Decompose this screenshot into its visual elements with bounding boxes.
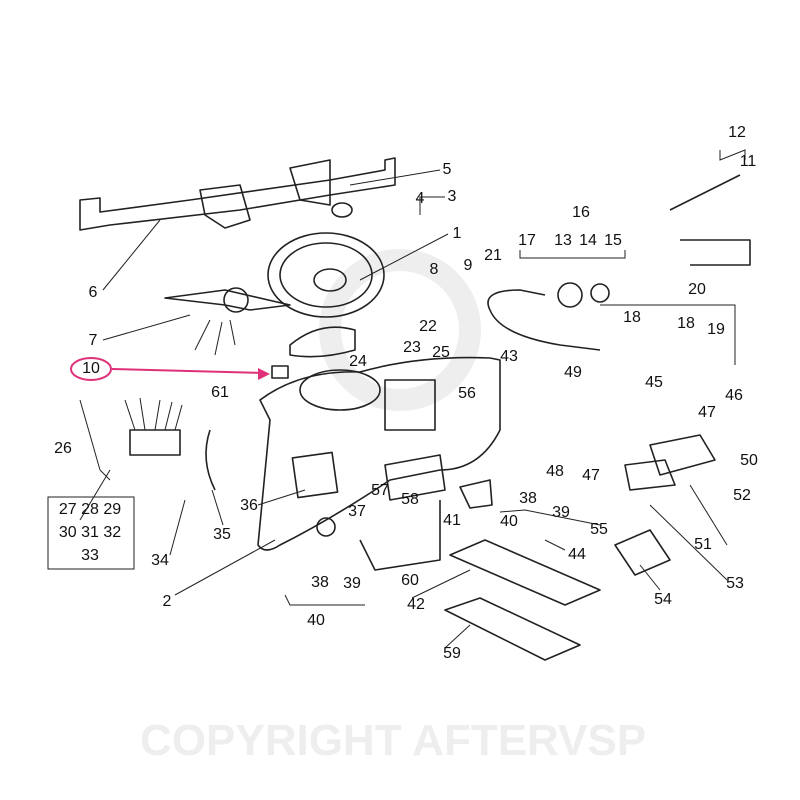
dashboard-part xyxy=(257,356,501,571)
part-label-61: 61 xyxy=(211,384,229,401)
part-label-19: 19 xyxy=(707,321,725,338)
watermark: COPYRIGHT AFTERVSP xyxy=(140,716,646,765)
part-label-60: 60 xyxy=(401,572,419,589)
box-52-part xyxy=(624,459,676,491)
part-label-35: 35 xyxy=(213,526,231,543)
part-label-23: 23 xyxy=(403,339,421,356)
part-10-clip xyxy=(271,365,289,379)
part-label-45: 45 xyxy=(645,374,663,391)
part-label-16: 16 xyxy=(572,204,590,221)
ashtray-part xyxy=(614,529,671,576)
lower-panel-2-part xyxy=(444,597,581,661)
part-label-52: 52 xyxy=(733,487,751,504)
part-label-26: 26 xyxy=(54,440,72,457)
part-label-39b: 39 xyxy=(343,575,361,592)
part-label-1: 1 xyxy=(453,225,462,242)
part-label-48: 48 xyxy=(546,463,564,480)
part-label-5: 5 xyxy=(443,161,452,178)
harness-part xyxy=(124,397,183,456)
part-label-11: 11 xyxy=(740,153,757,170)
part-label-22: 22 xyxy=(419,318,437,335)
part-label-24: 24 xyxy=(349,353,367,370)
highlight-arrow-line xyxy=(111,368,266,374)
part-label-47a: 47 xyxy=(698,404,716,421)
part-label-37: 37 xyxy=(348,503,366,520)
part-label-49: 49 xyxy=(564,364,582,381)
part-label-4: 4 xyxy=(416,190,425,207)
part-label-8: 8 xyxy=(430,261,439,278)
part-label-18b: 18 xyxy=(677,315,695,332)
part-label-10: 10 xyxy=(82,360,100,377)
highlight-circle xyxy=(70,357,112,381)
part-label-r3: 33 xyxy=(81,547,99,564)
part-label-55: 55 xyxy=(590,521,608,538)
part-label-21: 21 xyxy=(484,247,502,264)
part-label-7: 7 xyxy=(89,332,98,349)
part-label-14: 14 xyxy=(579,232,597,249)
watermark-logo xyxy=(319,249,481,411)
rod-part xyxy=(669,174,751,266)
part-label-46: 46 xyxy=(725,387,743,404)
part-label-9: 9 xyxy=(464,257,473,274)
part-label-12: 12 xyxy=(728,124,746,141)
part-label-54: 54 xyxy=(654,591,672,608)
leader-lines xyxy=(79,149,746,649)
stalk-switch-part xyxy=(164,287,291,356)
part-label-38b: 38 xyxy=(311,574,329,591)
part-label-17: 17 xyxy=(518,232,536,249)
part-label-36: 36 xyxy=(240,497,258,514)
hose-part xyxy=(205,429,216,491)
part-label-40b: 40 xyxy=(307,612,325,629)
part-label-39a: 39 xyxy=(552,504,570,521)
part-label-59: 59 xyxy=(443,645,461,662)
glovebox-41-part xyxy=(459,479,493,509)
knob-14-part xyxy=(590,283,610,303)
part-label-r2: 30 31 32 xyxy=(59,524,121,541)
part-label-44: 44 xyxy=(568,546,586,563)
part-label-41: 41 xyxy=(443,512,461,529)
part-label-47b: 47 xyxy=(582,467,600,484)
part-label-18a: 18 xyxy=(623,309,641,326)
part-label-25: 25 xyxy=(432,344,450,361)
part-label-58: 58 xyxy=(401,491,419,508)
highlight-arrow-head xyxy=(258,368,270,380)
knob-13-part xyxy=(557,282,583,308)
part-label-6: 6 xyxy=(89,284,98,301)
part-label-57: 57 xyxy=(371,482,389,499)
cross-beam-part xyxy=(79,157,396,231)
label-group-box xyxy=(47,496,135,570)
part-label-2: 2 xyxy=(163,593,172,610)
part-label-15: 15 xyxy=(604,232,622,249)
part-label-50: 50 xyxy=(740,452,758,469)
box-50-part xyxy=(649,434,716,476)
part-label-43: 43 xyxy=(500,348,518,365)
instrument-cluster-part xyxy=(289,326,356,358)
part-label-38a: 38 xyxy=(519,490,537,507)
steering-wheel-part xyxy=(267,202,385,318)
part-label-56: 56 xyxy=(458,385,476,402)
cable-part xyxy=(487,289,601,351)
highlight-callout xyxy=(70,357,289,381)
part-label-53: 53 xyxy=(726,575,744,592)
part-label-42: 42 xyxy=(407,596,425,613)
part-label-34: 34 xyxy=(151,552,169,569)
part-label-20: 20 xyxy=(688,281,706,298)
lower-panel-part xyxy=(449,539,601,606)
part-label-40a: 40 xyxy=(500,513,518,530)
part-label-3: 3 xyxy=(448,188,457,205)
part-label-51: 51 xyxy=(694,536,712,553)
part-label-13: 13 xyxy=(554,232,572,249)
part-label-r1: 27 28 29 xyxy=(59,501,121,518)
